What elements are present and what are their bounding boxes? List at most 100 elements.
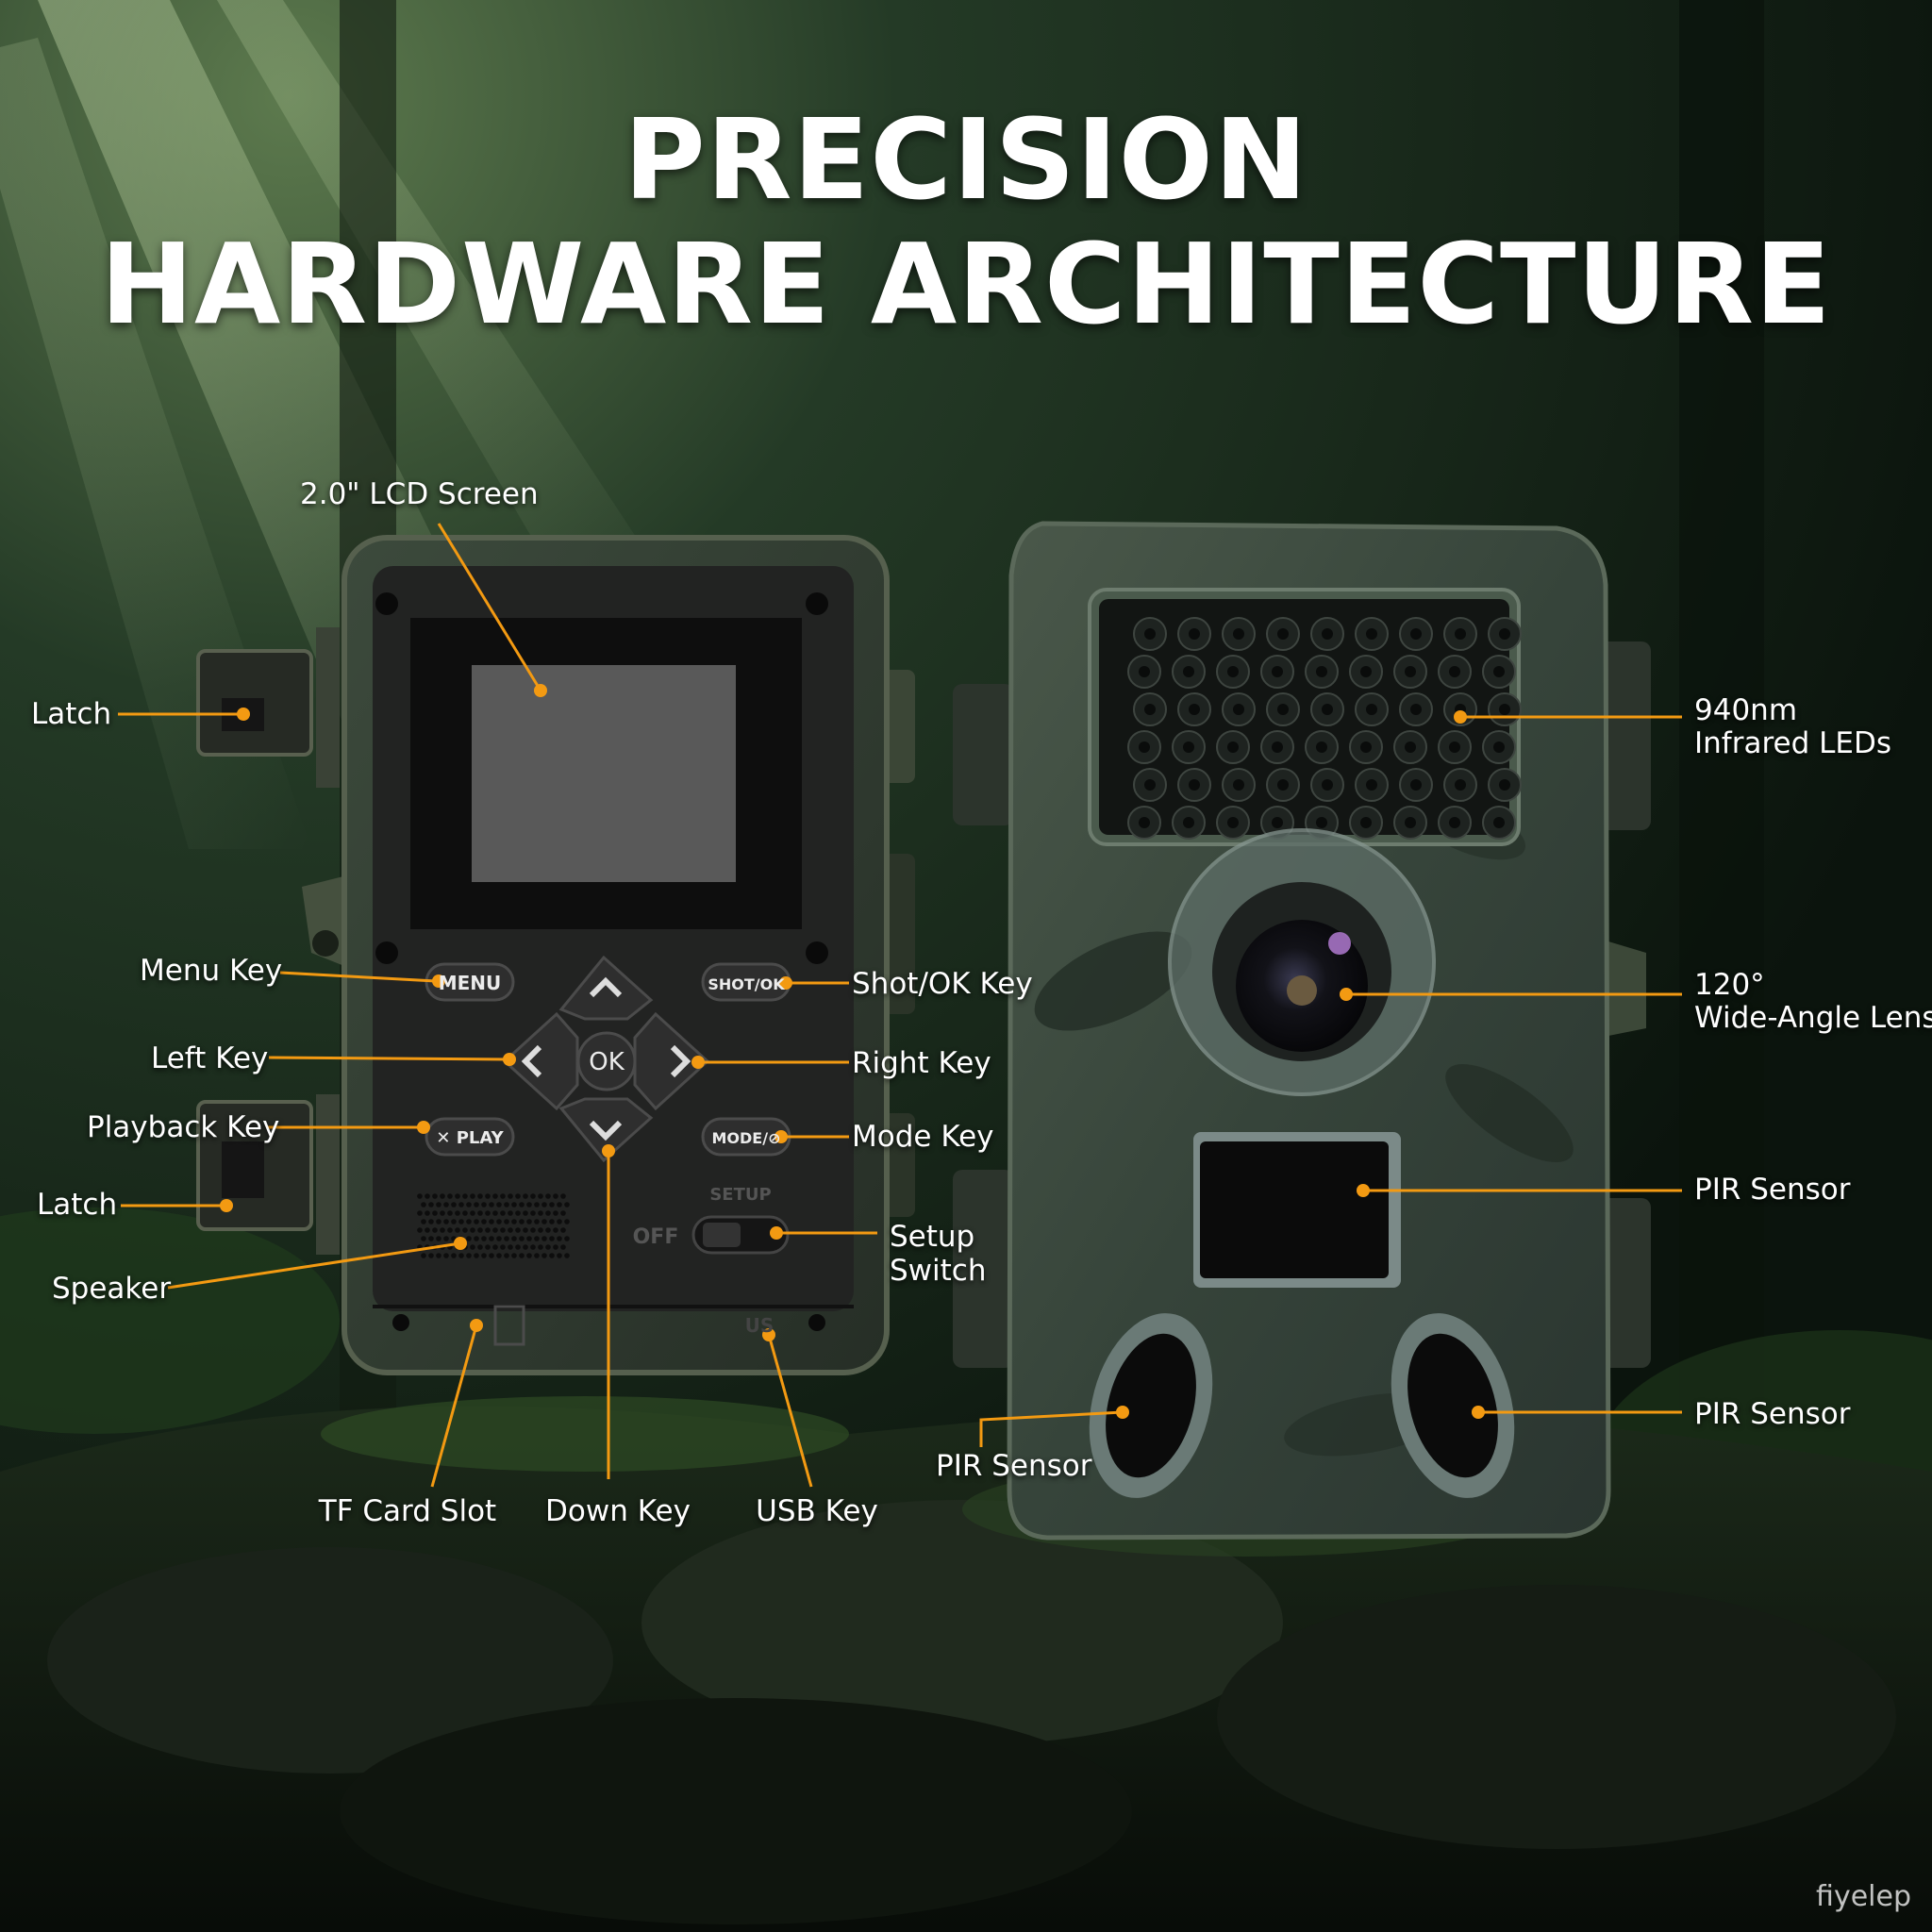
- speaker-hole: [500, 1244, 506, 1250]
- speaker-hole: [500, 1210, 506, 1216]
- callout-dot: [770, 1226, 783, 1240]
- speaker-hole: [557, 1236, 562, 1241]
- camera-front: [953, 521, 1651, 1541]
- left-arrow-icon: [521, 1044, 542, 1078]
- speaker-hole: [523, 1244, 528, 1250]
- speaker-hole: [458, 1202, 464, 1208]
- speaker-hole: [557, 1253, 562, 1258]
- speaker-hole: [477, 1244, 483, 1250]
- down-arrow-icon: [589, 1120, 623, 1141]
- screw: [806, 592, 828, 615]
- label-setup-switch-line2: Switch: [890, 1254, 987, 1288]
- speaker-hole: [515, 1193, 521, 1199]
- infrared-led-core: [1272, 817, 1283, 828]
- speaker-hole: [462, 1210, 468, 1216]
- callout-dot: [220, 1199, 233, 1212]
- label-playback-key: Playback Key: [87, 1110, 280, 1144]
- speaker-hole: [504, 1236, 509, 1241]
- speaker-hole: [432, 1193, 438, 1199]
- speaker-hole: [553, 1193, 558, 1199]
- speaker-hole: [519, 1253, 525, 1258]
- tf-card-slot: [493, 1305, 525, 1346]
- infrared-led-core: [1233, 779, 1244, 791]
- ok-key-text: OK: [589, 1048, 625, 1076]
- speaker-hole: [549, 1219, 555, 1224]
- infrared-led-core: [1139, 741, 1150, 753]
- speaker-hole: [455, 1227, 460, 1233]
- menu-key: [425, 962, 515, 1002]
- infrared-led-core: [1499, 779, 1510, 791]
- callout-dot: [1340, 988, 1353, 1001]
- speaker-hole: [538, 1193, 543, 1199]
- infrared-led-core: [1322, 704, 1333, 715]
- label-infrared-leds-line1: 940nm: [1694, 693, 1798, 727]
- speaker-hole: [496, 1202, 502, 1208]
- speaker-hole: [538, 1210, 543, 1216]
- speaker-hole: [496, 1253, 502, 1258]
- label-mode-key: Mode Key: [852, 1120, 994, 1154]
- camo-pattern: [1034, 931, 1192, 1031]
- lcd-screen: [472, 665, 736, 882]
- speaker-hole: [538, 1244, 543, 1250]
- speaker-hole: [477, 1210, 483, 1216]
- mode-key-text: MODE/⊘: [712, 1129, 781, 1147]
- infrared-led-core: [1360, 817, 1372, 828]
- speaker-hole: [515, 1210, 521, 1216]
- speaker-hole: [545, 1193, 551, 1199]
- speaker-hole: [466, 1253, 472, 1258]
- setup-label-text: SETUP: [709, 1185, 771, 1205]
- speaker-hole: [470, 1227, 475, 1233]
- speaker-hole: [466, 1202, 472, 1208]
- label-setup-switch-line1: Setup: [890, 1220, 975, 1254]
- speaker-hole: [530, 1244, 536, 1250]
- speaker-hole: [466, 1236, 472, 1241]
- speaker-hole: [545, 1244, 551, 1250]
- right-key: [633, 1011, 710, 1111]
- speaker-hole: [560, 1193, 566, 1199]
- label-lens-line1: 120°: [1694, 968, 1765, 1002]
- moss: [321, 1396, 849, 1472]
- speaker-hole: [451, 1202, 457, 1208]
- speaker-hole: [534, 1236, 540, 1241]
- infrared-led-core: [1277, 779, 1289, 791]
- infrared-led-core: [1493, 741, 1505, 753]
- infrared-led-core: [1316, 817, 1327, 828]
- callout-dot: [432, 974, 445, 988]
- speaker-hole: [470, 1210, 475, 1216]
- speaker-hole: [428, 1219, 434, 1224]
- speaker-hole: [545, 1210, 551, 1216]
- callout-line-left: [268, 1056, 510, 1061]
- speaker-hole: [432, 1227, 438, 1233]
- speaker-hole: [526, 1219, 532, 1224]
- speaker-hole: [545, 1227, 551, 1233]
- speaker-hole: [421, 1236, 426, 1241]
- ok-key: [576, 1031, 637, 1091]
- infrared-led-core: [1366, 628, 1377, 640]
- speaker-hole: [425, 1227, 430, 1233]
- speaker-hole: [470, 1193, 475, 1199]
- speaker-hole: [508, 1227, 513, 1233]
- speaker-hole: [474, 1236, 479, 1241]
- brand-watermark: fiyelep: [1816, 1880, 1911, 1913]
- speaker-hole: [541, 1219, 547, 1224]
- infrared-led-core: [1144, 628, 1156, 640]
- infrared-led-core: [1499, 628, 1510, 640]
- infrared-led-core: [1360, 741, 1372, 753]
- infrared-led-core: [1183, 741, 1194, 753]
- speaker-hole: [489, 1236, 494, 1241]
- label-pir-sensor-main: PIR Sensor: [1694, 1173, 1851, 1207]
- speaker-hole: [549, 1236, 555, 1241]
- infrared-led-core: [1455, 628, 1466, 640]
- speaker-hole: [534, 1219, 540, 1224]
- infrared-led-core: [1316, 666, 1327, 677]
- infrared-led-core: [1277, 628, 1289, 640]
- speaker-hole: [508, 1244, 513, 1250]
- infrared-led-core: [1499, 704, 1510, 715]
- speaker-hole: [455, 1210, 460, 1216]
- speaker-hole: [489, 1219, 494, 1224]
- speaker-hole: [538, 1227, 543, 1233]
- label-right-key: Right Key: [852, 1046, 991, 1080]
- speaker-hole: [443, 1219, 449, 1224]
- speaker-hole: [515, 1227, 521, 1233]
